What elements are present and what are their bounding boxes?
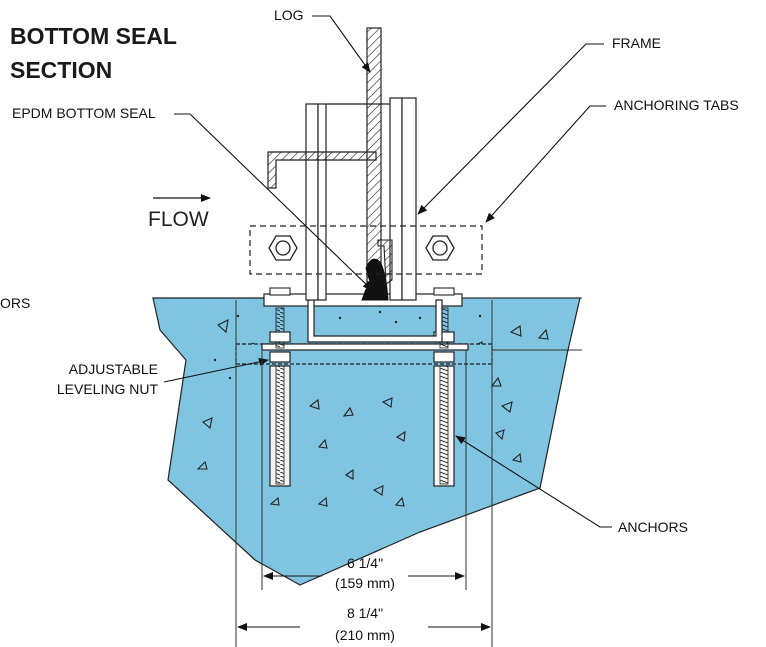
aggregate-marks (196, 319, 549, 507)
frame-callout: FRAME (417, 35, 661, 215)
base-plate (261, 343, 469, 351)
log-callout: LOG (274, 7, 371, 73)
bolt-head-left (268, 235, 298, 261)
leveling-nut-label: LEVELING NUT (57, 381, 159, 397)
diagram-title-line2: SECTION (10, 57, 112, 83)
adjustable-label: ADJUSTABLE (69, 361, 158, 377)
anchoring-tabs (249, 225, 483, 275)
dimension-inner-metric: (159 mm) (335, 575, 395, 591)
dimension-inner: 6 1/4" (159 mm) (263, 555, 465, 591)
dimension-outer: 8 1/4" (210 mm) (237, 605, 491, 643)
reference-lines (235, 297, 582, 647)
bottom-channel (307, 299, 443, 343)
dimension-outer-metric: (210 mm) (335, 627, 395, 643)
diagram-title-line1: BOTTOM SEAL (10, 23, 177, 49)
log-label: LOG (274, 7, 304, 23)
flow-label: FLOW (148, 208, 209, 231)
flow-indicator: FLOW (148, 194, 211, 231)
anchor-left (269, 307, 291, 487)
anchors-callout: ANCHORS (455, 435, 688, 535)
anchors-label: ANCHORS (618, 519, 688, 535)
concrete-foundation (152, 297, 581, 586)
epdm-seal-label: EPDM BOTTOM SEAL (12, 105, 156, 121)
dimension-outer-imperial: 8 1/4" (347, 605, 383, 621)
anchoring-tabs-label: ANCHORING TABS (614, 97, 739, 113)
anchor-right (433, 307, 455, 487)
anchoring-tabs-callout: ANCHORING TABS (485, 97, 739, 223)
bolt-head-right (425, 235, 455, 261)
frame (305, 97, 417, 301)
epdm-seal-callout: EPDM BOTTOM SEAL (12, 105, 373, 291)
dimension-inner-imperial: 6 1/4" (347, 555, 383, 571)
frame-label: FRAME (612, 35, 661, 51)
epdm-bottom-seal (361, 258, 389, 301)
leveling-nut-callout: ADJUSTABLE LEVELING NUT (57, 357, 269, 397)
cropped-edge-label: ORS (0, 295, 30, 311)
